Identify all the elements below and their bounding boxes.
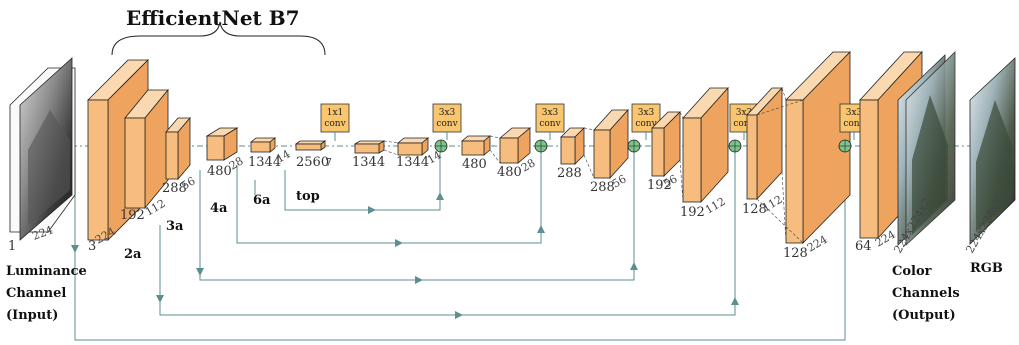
decoder-8-size: 112	[703, 195, 728, 217]
decoder-block-2	[398, 138, 428, 155]
encoder-4-channels: 480	[207, 164, 232, 179]
arrowhead	[630, 262, 638, 270]
encoder-block-4	[207, 128, 237, 160]
add-node-3	[628, 140, 640, 152]
encoder-block-3	[166, 118, 190, 179]
conv-3x3-box-1: 3x3 conv	[433, 104, 461, 132]
arrowhead	[415, 276, 423, 284]
decoder-10-channels: 128	[783, 246, 808, 261]
rgb-label: RGB	[970, 261, 1003, 276]
conv-2-text: conv	[539, 119, 561, 129]
arrowhead	[455, 311, 463, 319]
decoder-block-6	[594, 110, 628, 178]
arrowhead	[368, 206, 376, 214]
add-node-1	[435, 140, 447, 152]
arrowhead	[156, 295, 164, 303]
conv-3x3-box-2: 3x3 conv	[536, 104, 564, 132]
conv-1-text: conv	[436, 119, 458, 129]
output-label-line-3: (Output)	[892, 308, 956, 323]
encoder-3-stage: 3a	[166, 219, 184, 234]
input-label-line-2: Channel	[6, 286, 66, 301]
decoder-1-channels: 1344	[352, 155, 385, 170]
conv-1x1-box: 1x1 conv	[321, 104, 349, 132]
conv-2-kernel: 3x3	[542, 108, 559, 118]
arrowhead	[395, 239, 403, 247]
decoder-block-3	[462, 136, 490, 155]
input-label-line-1: Luminance	[6, 264, 87, 279]
add-node-2	[535, 140, 547, 152]
decoder-block-1	[355, 141, 384, 153]
encoder-6-stage: top	[296, 189, 320, 204]
input-image	[10, 58, 75, 240]
diagram-title: EfficientNet B7	[126, 6, 300, 30]
decoder-11-channels: 64	[855, 239, 872, 254]
add-node-4	[729, 140, 741, 152]
decoder-4-channels: 480	[497, 165, 522, 180]
encoder-2-channels: 192	[120, 208, 145, 223]
encoder-6-size: 7	[325, 156, 332, 169]
arrowhead	[537, 225, 545, 233]
decoder-block-8	[683, 88, 728, 202]
output-label-line-1: Color	[892, 264, 932, 279]
decoder-2-channels: 1344	[396, 155, 429, 170]
add-node-5	[839, 140, 851, 152]
arrowhead	[436, 192, 444, 200]
encoder-4-stage: 4a	[210, 201, 228, 216]
decoder-3-channels: 480	[462, 157, 487, 172]
arrowhead	[71, 245, 79, 253]
decoder-block-5	[561, 128, 584, 164]
decoder-block-4	[500, 128, 530, 163]
encoder-1-channels: 3	[88, 239, 96, 254]
encoder-5-stage: 6a	[253, 193, 271, 208]
skip-line-2a	[160, 150, 735, 315]
arrowhead	[731, 297, 739, 305]
skip-arrowheads	[71, 192, 739, 319]
conv-1x1-text: conv	[324, 119, 346, 129]
input-dim-channels: 1	[8, 239, 16, 254]
decoder-5-channels: 288	[557, 166, 582, 181]
arrowhead	[196, 268, 204, 276]
conv-1-kernel: 3x3	[439, 108, 456, 118]
conv-3-kernel: 3x3	[638, 108, 655, 118]
encoder-block-6	[296, 141, 325, 150]
encoder-block-5	[251, 138, 275, 152]
decoder-8-channels: 192	[680, 205, 705, 220]
input-label-line-3: (Input)	[6, 308, 58, 323]
decoder-9-size: 112	[760, 193, 785, 215]
output-label-line-2: Channels	[892, 286, 960, 301]
encoder-2-stage: 2a	[124, 247, 142, 262]
conv-1x1-kernel: 1x1	[327, 108, 344, 118]
